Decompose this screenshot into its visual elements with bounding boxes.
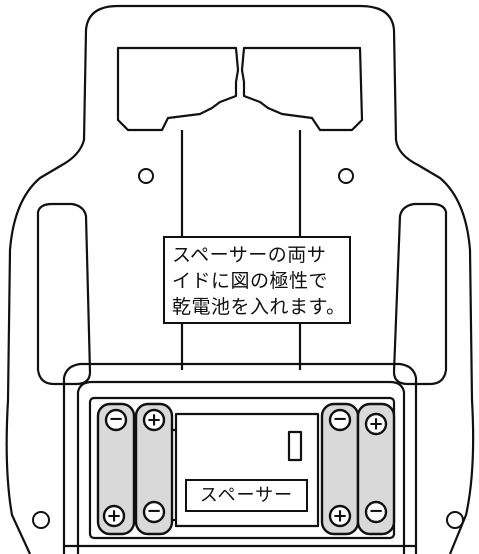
battery-2 [134, 402, 174, 536]
terminal-plus-7: + [332, 506, 347, 527]
terminal-minus-8: − [368, 501, 383, 522]
terminal-minus-3: − [332, 409, 347, 430]
screw-hole-top-right [338, 168, 354, 184]
battery-2-top-plus-icon [142, 408, 166, 432]
battery-3-top-minus-icon [328, 408, 352, 432]
left-grip [36, 202, 92, 386]
battery-2-bottom-minus-icon [142, 500, 166, 524]
note-line-2: イドに図の極性で [172, 270, 329, 292]
battery-4 [356, 402, 396, 536]
battery-1-top-minus-icon [104, 408, 128, 432]
screw-hole-top-left [138, 168, 154, 184]
terminal-minus-6: − [146, 501, 161, 522]
battery-compartment-inner [76, 380, 406, 554]
battery-1 [96, 402, 136, 536]
note-line-3: 乾電池を入れます。 [172, 296, 346, 318]
handle-opening [116, 46, 364, 132]
terminal-minus-1: − [108, 409, 123, 430]
battery-4-bottom-minus-icon [364, 500, 388, 524]
terminal-plus-5: + [106, 506, 121, 527]
right-grip [392, 202, 448, 386]
terminal-plus-2: + [146, 410, 161, 431]
battery-compartment-frame [62, 362, 418, 554]
transmitter-body-outline [5, 4, 475, 554]
spacer-label: スペーサー [185, 479, 308, 512]
screw-hole-bottom-right [446, 511, 464, 529]
battery-3-bottom-plus-icon [328, 504, 352, 528]
holder-slot [287, 430, 303, 462]
battery-4-top-plus-icon [364, 412, 388, 436]
screw-hole-bottom-left [32, 511, 50, 529]
battery-1-bottom-plus-icon [102, 504, 126, 528]
terminal-plus-4: + [368, 414, 383, 435]
instruction-note: スペーサーの両サ イドに図の極性で 乾電池を入れます。 [163, 236, 351, 324]
note-line-1: スペーサーの両サ [172, 244, 327, 266]
